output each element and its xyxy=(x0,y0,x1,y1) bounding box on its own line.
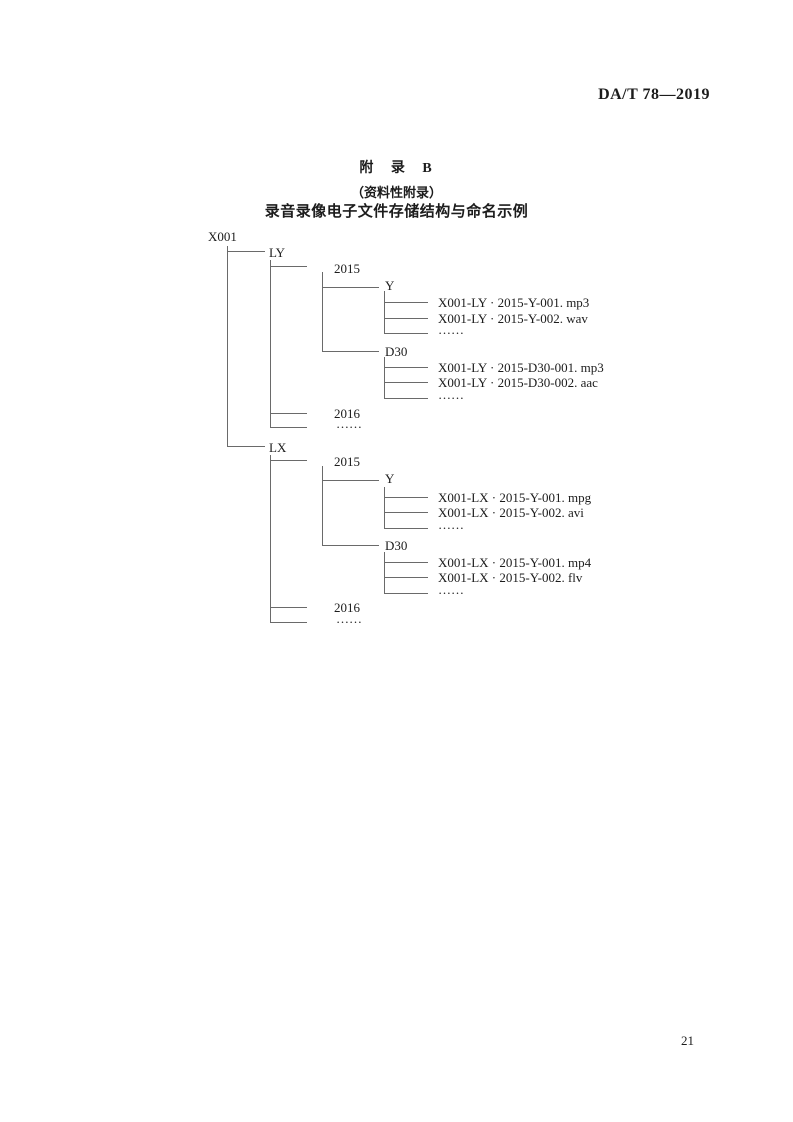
tree-connector-v xyxy=(322,466,323,545)
tree-node-lx-2015-y: Y xyxy=(385,471,395,486)
tree-connector-v xyxy=(270,455,271,622)
tree-connector-h xyxy=(384,367,428,368)
tree-connector-h xyxy=(384,302,428,303)
tree-connector-h xyxy=(384,577,428,578)
tree-connector-h xyxy=(384,382,428,383)
tree-connector-h xyxy=(270,607,307,608)
tree-node-lx: LX xyxy=(269,440,287,455)
file-item: X001-LX · 2015-Y-001. mpg xyxy=(438,490,592,505)
tree-connector-h xyxy=(270,460,307,461)
tree-connector-h xyxy=(227,446,265,447)
page-number: 21 xyxy=(681,1033,694,1048)
tree-connector-h xyxy=(384,562,428,563)
appendix-heading: 录音录像电子文件存储结构与命名示例 xyxy=(264,204,529,220)
tree-node-ly-2015: 2015 xyxy=(334,261,360,276)
tree-connector-v xyxy=(270,260,271,427)
file-item: X001-LX · 2015-Y-001. mp4 xyxy=(438,555,592,570)
tree-connector-h xyxy=(270,427,307,428)
tree-node-x001: X001 xyxy=(208,229,237,244)
tree-connector-v xyxy=(227,246,228,446)
file-item: X001-LY · 2015-Y-002. wav xyxy=(438,311,588,326)
tree-node-ly-2015-y: Y xyxy=(385,278,395,293)
tree-connector-v xyxy=(384,357,385,398)
standard-number: DA/T 78—2019 xyxy=(598,86,710,103)
file-item: X001-LX · 2015-Y-002. avi xyxy=(438,505,584,520)
file-item-ellipsis: …… xyxy=(438,322,464,337)
tree-connector-h xyxy=(270,622,307,623)
tree-connector-v xyxy=(384,552,385,593)
tree-connector-v xyxy=(384,291,385,333)
tree-node-ly-2015-d30: D30 xyxy=(385,344,408,359)
tree-node-lx-2016: 2016 xyxy=(334,600,360,615)
file-item: X001-LX · 2015-Y-002. flv xyxy=(438,570,583,585)
tree-node-lx-2015-d30: D30 xyxy=(385,538,408,553)
appendix-title: 附 录 B xyxy=(359,161,434,176)
file-item: X001-LY · 2015-D30-001. mp3 xyxy=(438,360,604,375)
appendix-subtitle: （资料性附录） xyxy=(350,185,442,200)
tree-node-lx-ellipsis: …… xyxy=(336,611,362,626)
file-item-ellipsis: …… xyxy=(438,387,464,402)
tree-connector-h xyxy=(384,512,428,513)
tree-connector-h xyxy=(322,480,379,481)
tree-connector-v xyxy=(384,487,385,528)
tree-node-ly: LY xyxy=(269,245,286,260)
tree-connector-h xyxy=(227,251,265,252)
tree-node-lx-2015: 2015 xyxy=(334,454,360,469)
tree-node-ly-2016: 2016 xyxy=(334,406,360,421)
tree-connector-h xyxy=(270,413,307,414)
tree-connector-h xyxy=(384,398,428,399)
tree-node-ly-ellipsis: …… xyxy=(336,416,362,431)
file-item: X001-LY · 2015-D30-002. aac xyxy=(438,375,598,390)
tree-connector-h xyxy=(384,497,428,498)
tree-connector-v xyxy=(322,272,323,351)
tree-connector-h xyxy=(384,318,428,319)
file-item-ellipsis: …… xyxy=(438,517,464,532)
tree-connector-h xyxy=(384,593,428,594)
file-item: X001-LY · 2015-Y-001. mp3 xyxy=(438,295,590,310)
tree-connector-h xyxy=(322,545,379,546)
tree-connector-h xyxy=(270,266,307,267)
tree-connector-h xyxy=(384,528,428,529)
file-item-ellipsis: …… xyxy=(438,582,464,597)
tree-connector-h xyxy=(384,333,428,334)
tree-connector-h xyxy=(322,351,379,352)
tree-connector-h xyxy=(322,287,379,288)
